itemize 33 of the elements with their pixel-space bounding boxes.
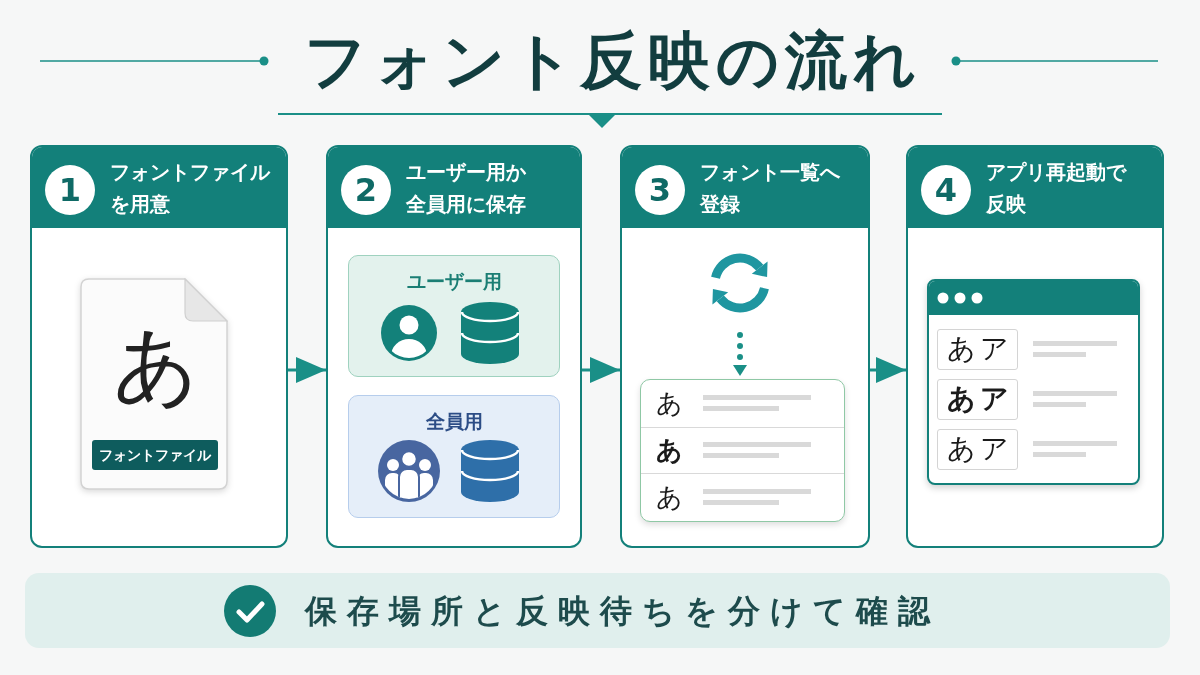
step-heading: アプリ再起動で反映 [986,159,1128,218]
step-card [30,145,288,548]
arrow [582,357,620,383]
step-card [326,145,582,548]
diagram-title: フォント反映の流れ [304,28,922,94]
summary-bar [25,573,1170,648]
arrow [870,357,906,383]
panel-title: 全員用 [425,409,483,434]
font-sample: あア [937,379,1018,420]
step-heading: フォントファイルを用意 [110,159,272,218]
font-sample: あア [937,429,1018,470]
step-number: 3 [635,165,685,215]
glyph-sample: あ [113,323,197,407]
file-type-label: フォントファイル [92,440,218,470]
step-card [620,145,870,548]
step-heading: ユーザー用か全員用に保存 [406,159,527,218]
app-window [927,279,1140,485]
step-number: 4 [921,165,971,215]
step-card [906,145,1164,548]
panel-title: ユーザー用 [406,269,502,294]
font-sample: あア [937,329,1018,370]
arrow [288,357,326,383]
storage-panel [348,395,560,518]
summary-text: 保存場所と反映待ちを分けて確認 [305,590,940,632]
font-list [640,379,845,522]
storage-panel [348,255,560,377]
glyph-sample: あ [655,480,683,513]
step-heading: フォント一覧へ登録 [700,159,841,218]
step-number: 2 [341,165,391,215]
glyph-sample: あ [655,434,683,466]
file-document [80,278,228,490]
step-number: 1 [45,165,95,215]
glyph-sample: あ [655,387,683,420]
